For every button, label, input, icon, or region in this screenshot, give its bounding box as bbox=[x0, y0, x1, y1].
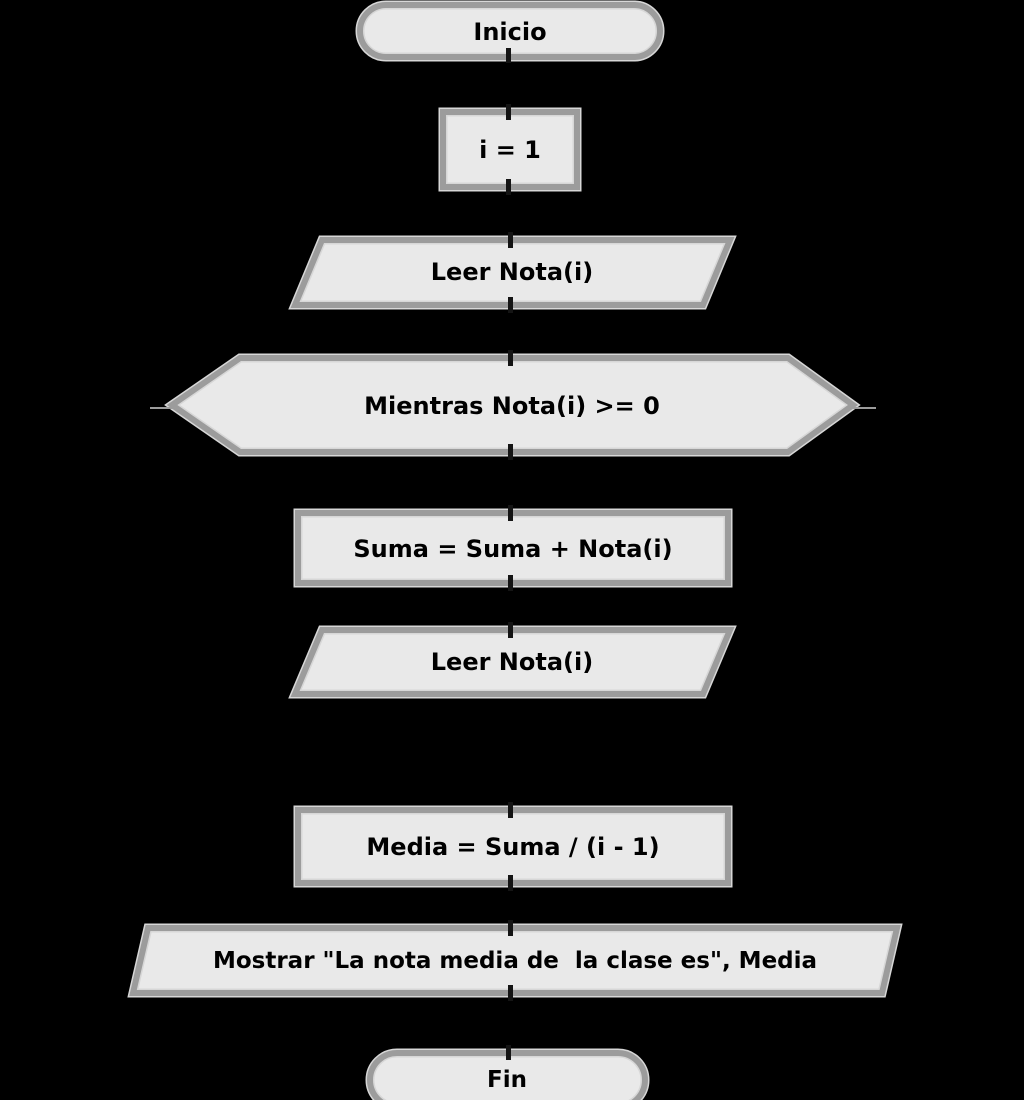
connector-stub bbox=[506, 179, 511, 195]
node-leer-nota-1-label: Leer Nota(i) bbox=[431, 258, 593, 286]
connector-stub bbox=[508, 802, 513, 818]
node-mostrar: Mostrar "La nota media de la clase es", … bbox=[133, 928, 897, 993]
node-leer-nota-2: Leer Nota(i) bbox=[295, 630, 730, 694]
connector-stub bbox=[508, 297, 513, 313]
node-leer-nota-2-label: Leer Nota(i) bbox=[431, 648, 593, 676]
node-suma: Suma = Suma + Nota(i) bbox=[298, 513, 728, 583]
connector-stub bbox=[506, 48, 511, 63]
node-mostrar-label: Mostrar "La nota media de la clase es", … bbox=[213, 948, 817, 974]
connector-stub bbox=[508, 575, 513, 591]
node-init-i: i = 1 bbox=[443, 112, 577, 187]
node-mientras: Mientras Nota(i) >= 0 bbox=[172, 358, 853, 452]
node-inicio: Inicio bbox=[360, 5, 660, 57]
node-leer-nota-1: Leer Nota(i) bbox=[295, 240, 730, 305]
connector-stub bbox=[508, 985, 513, 1001]
node-suma-label: Suma = Suma + Nota(i) bbox=[353, 535, 672, 563]
connector-stub bbox=[508, 444, 513, 460]
connector-stub bbox=[508, 505, 513, 521]
node-media: Media = Suma / (i - 1) bbox=[298, 810, 728, 883]
node-media-label: Media = Suma / (i - 1) bbox=[366, 833, 659, 861]
node-fin: Fin bbox=[370, 1053, 645, 1100]
node-inicio-label: Inicio bbox=[473, 18, 546, 46]
connector-stub bbox=[508, 622, 513, 638]
connector-stub bbox=[506, 104, 511, 120]
connector-stub bbox=[508, 875, 513, 891]
node-init-i-label: i = 1 bbox=[479, 136, 541, 164]
connector-stubs bbox=[150, 48, 876, 1060]
connector-stub bbox=[508, 920, 513, 936]
node-fin-label: Fin bbox=[487, 1067, 527, 1093]
node-mientras-label: Mientras Nota(i) >= 0 bbox=[364, 392, 660, 420]
connector-stub bbox=[508, 350, 513, 366]
connector-stub bbox=[506, 1045, 511, 1060]
connector-stub bbox=[508, 232, 513, 248]
